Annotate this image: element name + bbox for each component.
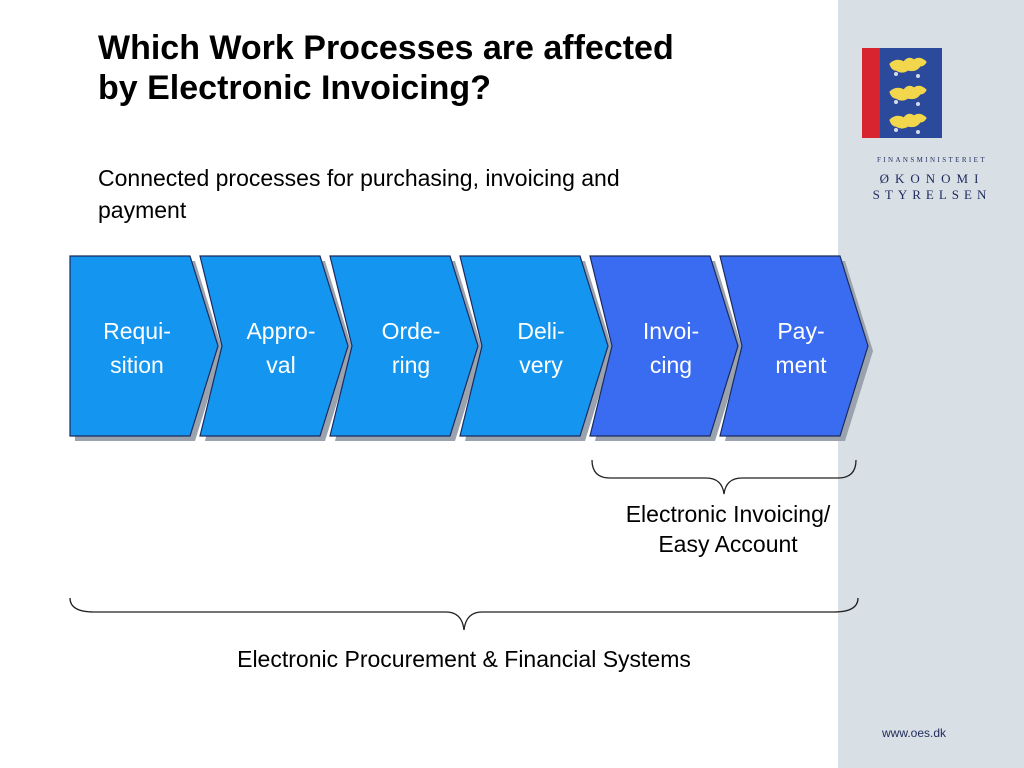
chevron-delivery bbox=[459, 255, 609, 437]
chevron-payment bbox=[719, 255, 869, 437]
process-chevrons bbox=[69, 255, 873, 441]
chevron-invoicing bbox=[589, 255, 739, 437]
slide-subtitle-line-1: Connected processes for purchasing, invo… bbox=[98, 165, 620, 191]
invoicing-brace bbox=[591, 459, 857, 495]
slide-title-line-1: Which Work Processes are affected bbox=[98, 29, 674, 67]
process-label-delivery-line-1: Deli- bbox=[517, 318, 565, 344]
process-label-ordering: Orde- ring bbox=[346, 314, 476, 382]
process-label-invoicing: Invoi- cing bbox=[606, 314, 736, 382]
invoicing-brace-label-line-1: Electronic Invoicing/ bbox=[625, 501, 831, 527]
procurement-brace bbox=[69, 597, 859, 631]
process-label-payment-line-2: ment bbox=[775, 352, 827, 378]
slide-subtitle-line-2: payment bbox=[98, 197, 187, 223]
process-label-approval: Appro- val bbox=[216, 314, 346, 382]
process-label-payment-line-1: Pay- bbox=[777, 318, 825, 344]
procurement-brace-label: Electronic Procurement & Financial Syste… bbox=[237, 646, 691, 672]
process-label-delivery: Deli- very bbox=[476, 314, 606, 382]
org-name-okonomi: ØKONOMI bbox=[879, 171, 985, 186]
process-label-requisition-line-2: sition bbox=[110, 352, 164, 378]
process-label-invoicing-line-2: cing bbox=[649, 352, 693, 378]
slide-title-line-2: by Electronic Invoicing? bbox=[98, 69, 491, 107]
process-label-ordering-line-2: ring bbox=[391, 352, 431, 378]
process-label-delivery-line-2: very bbox=[519, 352, 563, 378]
website-link[interactable]: www.oes.dk bbox=[882, 726, 947, 740]
org-name-styrelsen: STYRELSEN bbox=[872, 187, 992, 202]
coat-of-arms-logo bbox=[862, 48, 942, 138]
process-label-requisition-line-1: Requi- bbox=[103, 318, 171, 344]
process-label-requisition: Requi- sition bbox=[72, 314, 202, 382]
slide-title: Which Work Processes are affected by Ele… bbox=[98, 28, 818, 108]
process-label-ordering-line-1: Orde- bbox=[381, 318, 441, 344]
chevron-approval bbox=[199, 255, 349, 437]
invoicing-brace-label-line-2: Easy Account bbox=[658, 531, 798, 557]
slide-subtitle: Connected processes for purchasing, invo… bbox=[98, 162, 798, 226]
chevron-ordering bbox=[329, 255, 479, 437]
process-label-approval-line-2: val bbox=[266, 352, 296, 378]
process-label-payment: Pay- ment bbox=[736, 314, 866, 382]
process-label-invoicing-line-1: Invoi- bbox=[642, 318, 700, 344]
chevron-requisition bbox=[69, 255, 219, 437]
org-name-ministry: FINANSMINISTERIET bbox=[876, 156, 988, 164]
invoicing-brace-label: Electronic Invoicing/ Easy Account bbox=[596, 499, 860, 559]
process-label-approval-line-1: Appro- bbox=[246, 318, 316, 344]
